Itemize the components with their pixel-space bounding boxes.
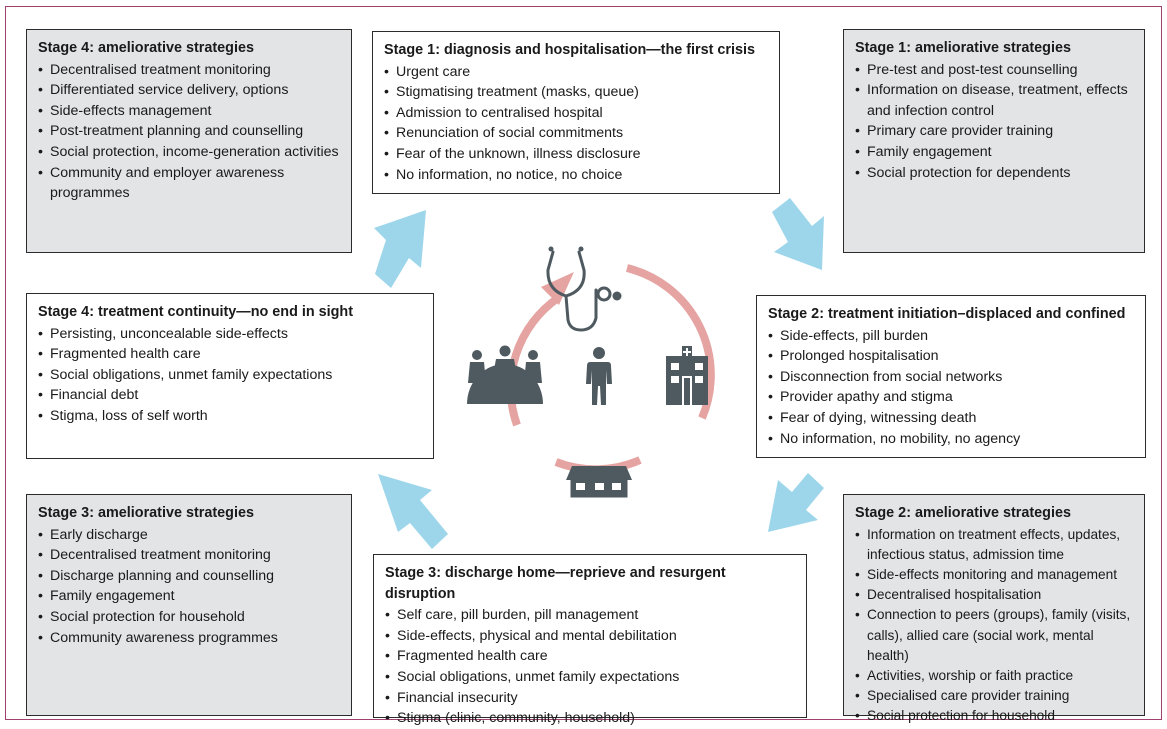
list-item: Stigma, loss of self worth — [38, 406, 423, 427]
list-item: Primary care provider training — [855, 121, 1134, 142]
list-item: Information on treatment effects, update… — [855, 525, 1134, 565]
arrow-stage3-to-stage4 — [378, 474, 448, 549]
stage3-box: Stage 3: discharge home—reprieve and res… — [373, 554, 807, 728]
stage1-box: Stage 1: diagnosis and hospitalisation—t… — [372, 31, 780, 194]
stage4-box: Stage 4: treatment continuity—no end in … — [26, 293, 434, 459]
list-item: Post-treatment planning and counselling — [38, 121, 341, 142]
list-item: Social obligations, unmet family expecta… — [385, 667, 796, 688]
list-item: Disconnection from social networks — [768, 367, 1135, 388]
list-item: Financial insecurity — [385, 688, 796, 709]
list-item: Decentralised treatment monitoring — [38, 545, 341, 566]
stage2-strategies-box: Stage 2: ameliorative strategies Informa… — [843, 494, 1145, 727]
list-item: Provider apathy and stigma — [768, 387, 1135, 408]
list-item: Decentralised treatment monitoring — [38, 60, 341, 81]
list-item: Family engagement — [38, 586, 341, 607]
list-item: Activities, worship or faith practice — [855, 666, 1134, 686]
list-item: Renunciation of social commitments — [384, 123, 769, 144]
transition-arrows — [374, 198, 824, 549]
list-item: Admission to centralised hospital — [384, 103, 769, 124]
bullet-list: Early discharge Decentralised treatment … — [38, 525, 341, 649]
list-item: Financial debt — [38, 385, 423, 406]
bullet-list: Self care, pill burden, pill management … — [385, 605, 796, 729]
list-item: Family engagement — [855, 142, 1134, 163]
list-item: Social protection, income-generation act… — [38, 142, 341, 163]
house-icon — [566, 466, 632, 498]
stage1-strategies-box: Stage 1: ameliorative strategies Pre-tes… — [843, 29, 1145, 253]
list-item: Social protection for household — [38, 607, 341, 628]
list-item: No information, no mobility, no agency — [768, 429, 1135, 450]
list-item: Prolonged hospitalisation — [768, 346, 1135, 367]
list-item: No information, no notice, no choice — [384, 165, 769, 186]
bullet-list: Side-effects, pill burden Prolonged hosp… — [768, 326, 1135, 450]
list-item: Fear of the unknown, illness disclosure — [384, 144, 769, 165]
list-item: Fragmented health care — [38, 344, 423, 365]
stage3-strategies-box: Stage 3: ameliorative strategies Early d… — [26, 494, 352, 716]
list-item: Side-effects management — [38, 101, 341, 122]
stage2-box: Stage 2: treatment initiation–displaced … — [756, 295, 1146, 458]
box-title: Stage 2: ameliorative strategies — [855, 505, 1071, 521]
list-item: Community and employer awareness program… — [38, 163, 341, 204]
bullet-list: Urgent care Stigmatising treatment (mask… — [384, 62, 769, 186]
list-item: Early discharge — [38, 525, 341, 546]
box-title: Stage 4: treatment continuity—no end in … — [38, 304, 354, 320]
list-item: Differentiated service delivery, options — [38, 80, 341, 101]
list-item: Social obligations, unmet family expecta… — [38, 365, 423, 386]
list-item: Urgent care — [384, 62, 769, 83]
stethoscope-icon — [546, 246, 622, 332]
list-item: Self care, pill burden, pill management — [385, 605, 796, 626]
arrow-stage4-to-stage1 — [374, 210, 426, 288]
list-item: Fragmented health care — [385, 646, 796, 667]
box-title: Stage 1: diagnosis and hospitalisation—t… — [384, 42, 756, 58]
list-item: Stigmatising treatment (masks, queue) — [384, 82, 769, 103]
box-title: Stage 3: ameliorative strategies — [38, 505, 254, 521]
list-item: Community awareness programmes — [38, 628, 341, 649]
list-item: Social protection for household — [855, 706, 1134, 726]
list-item: Side-effects, physical and mental debili… — [385, 626, 796, 647]
box-title: Stage 1: ameliorative strategies — [855, 40, 1071, 56]
arrow-stage1-to-stage2 — [772, 198, 824, 270]
bullet-list: Decentralised treatment monitoring Diffe… — [38, 60, 341, 204]
list-item: Discharge planning and counselling — [38, 566, 341, 587]
list-item: Connection to peers (groups), family (vi… — [855, 605, 1134, 666]
list-item: Specialised care provider training — [855, 686, 1134, 706]
list-item: Pre-test and post-test counselling — [855, 60, 1134, 81]
list-item: Information on disease, treatment, effec… — [855, 80, 1134, 121]
hospital-icon — [666, 346, 708, 405]
stage4-strategies-box: Stage 4: ameliorative strategies Decentr… — [26, 29, 352, 253]
community-group-icon — [467, 345, 543, 404]
bullet-list: Persisting, unconcealable side-effects F… — [38, 324, 423, 427]
list-item: Social protection for dependents — [855, 163, 1134, 184]
bullet-list: Information on treatment effects, update… — [855, 525, 1134, 727]
arrow-stage2-to-stage3 — [768, 473, 824, 532]
list-item: Persisting, unconcealable side-effects — [38, 324, 423, 345]
list-item: Fear of dying, witnessing death — [768, 408, 1135, 429]
cycle-arrowhead — [541, 272, 574, 305]
person-icon — [586, 347, 612, 405]
list-item: Stigma (clinic, community, household) — [385, 708, 796, 729]
list-item: Decentralised hospitalisation — [855, 585, 1134, 605]
box-title: Stage 2: treatment initiation–displaced … — [768, 306, 1126, 322]
box-title: Stage 3: discharge home—reprieve and res… — [385, 565, 726, 602]
box-title: Stage 4: ameliorative strategies — [38, 40, 254, 56]
bullet-list: Pre-test and post-test counselling Infor… — [855, 60, 1134, 184]
list-item: Side-effects monitoring and management — [855, 565, 1134, 585]
list-item: Side-effects, pill burden — [768, 326, 1135, 347]
